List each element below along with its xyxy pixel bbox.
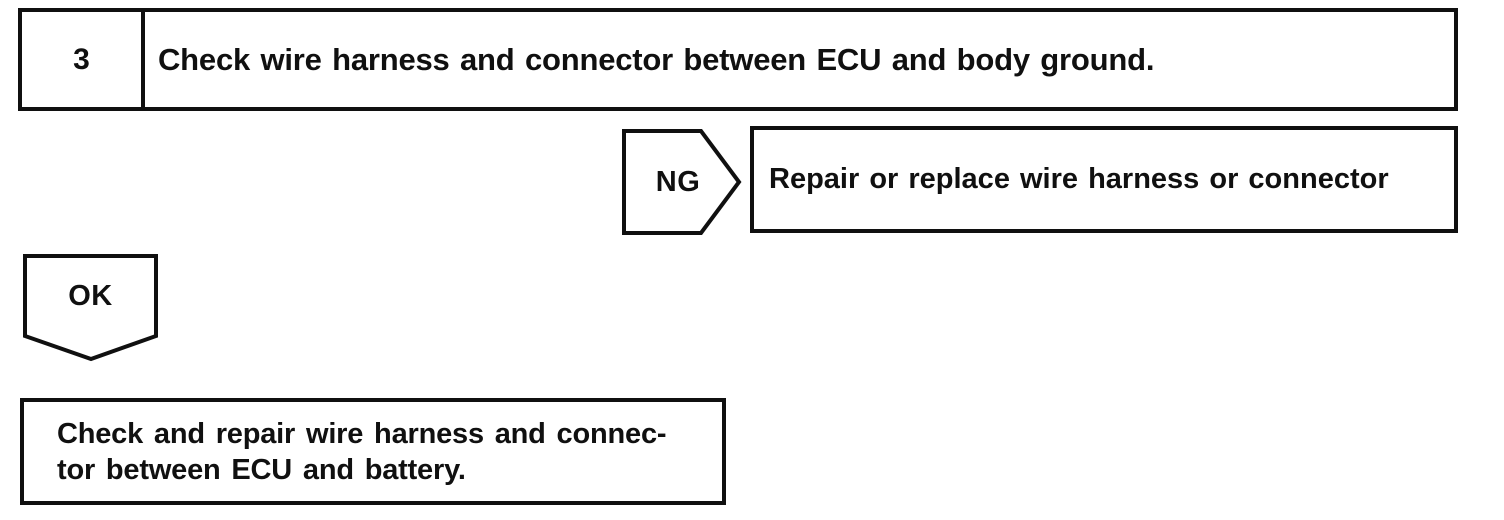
ng-connector: NG [622,129,742,235]
ng-label: NG [655,165,701,198]
ok-label: OK [68,279,113,312]
ok-action-box: Check and repair wire harness and connec… [20,398,726,505]
ok-connector: OK [23,254,158,362]
step-box: 3 Check wire harness and connector betwe… [18,8,1458,111]
ok-pentagon-icon [23,254,158,362]
ng-pentagon-icon [622,129,742,235]
step-number: 3 [22,12,145,107]
ok-action-line-1: Check and repair wire harness and connec… [57,417,667,450]
ok-action-line-2: tor between ECU and battery. [57,453,466,486]
ng-action-box: Repair or replace wire harness or connec… [750,126,1458,233]
step-instruction: Check wire harness and connector between… [158,41,1155,77]
ng-action-text: Repair or replace wire harness or connec… [769,163,1389,195]
